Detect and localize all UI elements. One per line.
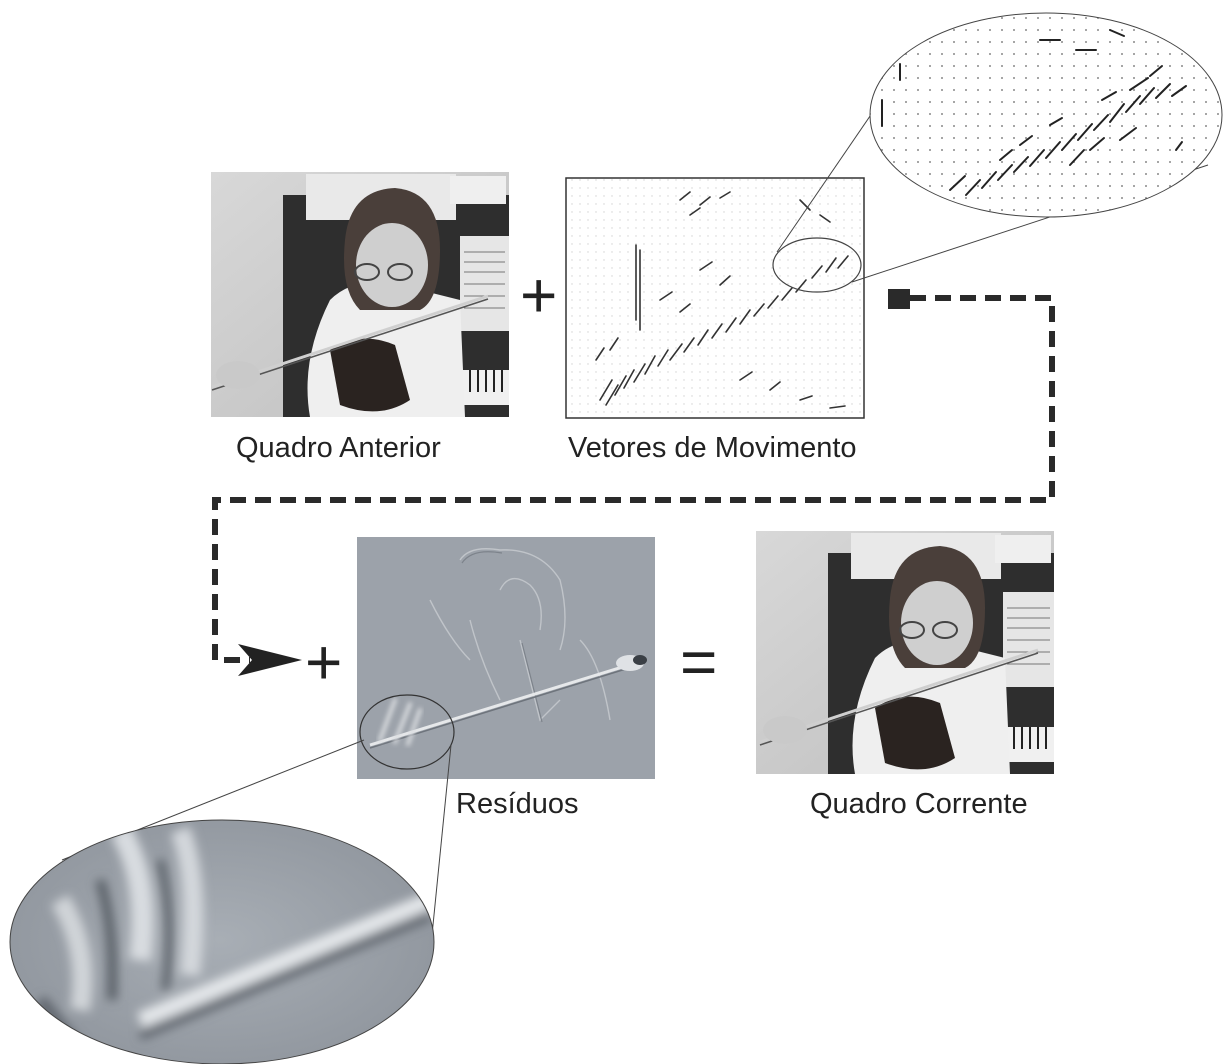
plus-operator-top: +	[520, 259, 557, 331]
residuals-zoom	[9, 819, 435, 1064]
caption-current-frame: Quadro Corrente	[810, 788, 1028, 820]
residuals-image	[357, 537, 655, 779]
dashed-connector	[212, 295, 1055, 663]
motion-vectors-zoom	[869, 12, 1223, 218]
previous-frame-image	[211, 172, 509, 417]
caption-previous-frame: Quadro Anterior	[236, 432, 441, 464]
arrow-head-icon	[238, 644, 302, 676]
plus-operator-bottom: +	[305, 626, 342, 698]
caption-residuals: Resíduos	[456, 788, 579, 820]
motion-vectors-image	[565, 177, 865, 419]
connector-start-square	[888, 289, 910, 309]
equals-operator: =	[680, 626, 717, 698]
caption-motion-vectors: Vetores de Movimento	[568, 432, 857, 464]
current-frame-image	[756, 531, 1054, 774]
zoom-connector-line	[431, 744, 452, 936]
